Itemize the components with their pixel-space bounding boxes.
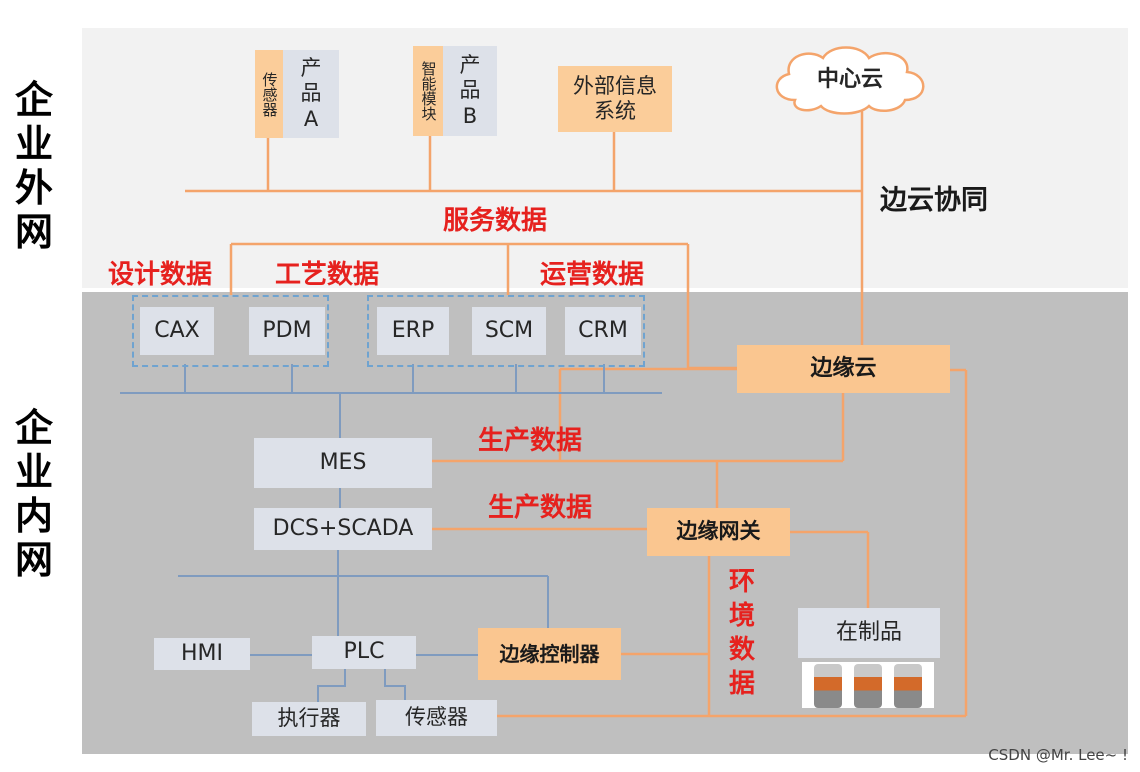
process-data-label: 工艺数据	[275, 260, 380, 290]
crm-box: CRM	[565, 307, 641, 355]
plc-box: PLC	[312, 636, 416, 669]
center-cloud-label: 中心云	[816, 66, 883, 92]
robot-icon	[854, 664, 882, 708]
operation-data-label: 运营数据	[540, 260, 645, 290]
edge-controller-box: 边缘控制器	[478, 628, 621, 680]
center-cloud-icon	[775, 46, 925, 115]
cax-box: CAX	[140, 307, 214, 355]
edge-cloud-collab-label: 边云协同	[880, 185, 988, 216]
external-info-system-box: 外部信息 系统	[558, 66, 672, 132]
design-data-label: 设计数据	[108, 260, 213, 290]
robot-icon	[814, 664, 842, 708]
operation-systems-group	[367, 295, 645, 367]
service-data-label: 服务数据	[443, 206, 548, 236]
robot-icon	[894, 664, 922, 708]
environment-data-label: 环 境 数 据	[728, 567, 755, 699]
dcs-scada-box: DCS+SCADA	[254, 508, 432, 550]
sensor-tag: 传感器	[255, 50, 283, 138]
erp-box: ERP	[377, 307, 449, 355]
edge-cloud-box: 边缘云	[737, 345, 950, 393]
sensor-box: 传感器	[376, 700, 497, 736]
product-b-box: 产 品 B	[443, 46, 497, 136]
scm-box: SCM	[472, 307, 546, 355]
production-data-label-1: 生产数据	[478, 426, 583, 456]
external-network-label: 企 业 外 网	[14, 78, 53, 254]
mes-box: MES	[254, 438, 432, 488]
design-systems-group	[132, 295, 329, 367]
wip-box: 在制品	[798, 608, 940, 658]
smart-module-tag: 智能模块	[413, 46, 443, 136]
actuator-box: 执行器	[252, 702, 366, 736]
product-a-box: 产 品 A	[283, 50, 339, 138]
watermark: CSDN @Mr. Lee~ !	[988, 746, 1128, 764]
internal-network-label: 企 业 内 网	[14, 406, 53, 582]
wip-robots-image	[802, 662, 934, 708]
pdm-box: PDM	[249, 307, 325, 355]
hmi-box: HMI	[154, 638, 250, 670]
production-data-label-2: 生产数据	[488, 493, 593, 523]
edge-gateway-box: 边缘网关	[647, 508, 790, 556]
